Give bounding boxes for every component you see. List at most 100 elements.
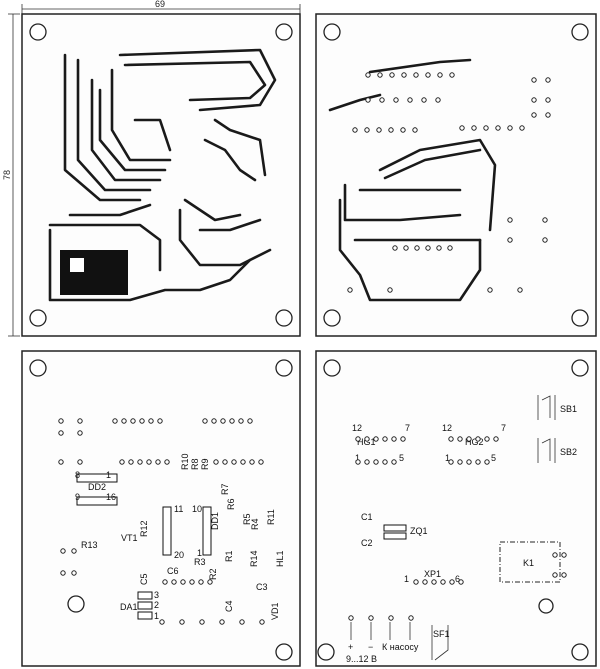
component-label: R9 xyxy=(200,458,210,470)
svg-text:69: 69 xyxy=(155,0,165,9)
hole xyxy=(421,97,427,103)
hole xyxy=(373,459,379,465)
hole xyxy=(484,459,490,465)
hole xyxy=(413,72,419,78)
component-label: ZQ1 xyxy=(410,526,428,536)
component-label: VT1 xyxy=(121,533,138,543)
hole xyxy=(239,619,245,625)
hole xyxy=(459,125,465,131)
hole xyxy=(531,97,537,103)
hole xyxy=(77,459,83,465)
hole xyxy=(440,579,446,585)
sf1-switch xyxy=(431,625,449,661)
hole xyxy=(471,125,477,131)
component-label: 1 xyxy=(355,453,360,463)
hole xyxy=(159,619,165,625)
sb2-switch xyxy=(537,438,556,463)
hole xyxy=(448,459,454,465)
hole xyxy=(388,615,394,621)
component-label: 1 xyxy=(106,470,111,480)
drill-holes xyxy=(58,72,567,625)
hole xyxy=(391,459,397,465)
hole xyxy=(466,459,472,465)
hole xyxy=(483,125,489,131)
hole xyxy=(247,418,253,424)
hole xyxy=(437,72,443,78)
component-label: 12 xyxy=(352,423,362,433)
hole xyxy=(58,459,64,465)
hole xyxy=(71,548,77,554)
hole xyxy=(387,287,393,293)
component-label: 5 xyxy=(399,453,404,463)
hole xyxy=(157,418,163,424)
component-label: SB1 xyxy=(560,404,577,414)
hole xyxy=(507,217,513,223)
hole xyxy=(552,572,558,578)
hole xyxy=(207,579,213,585)
pcb-bottom-layer-panel xyxy=(21,13,301,337)
component-label: DD2 xyxy=(88,482,106,492)
hole xyxy=(400,127,406,133)
component-label: 11 xyxy=(174,504,183,514)
hole xyxy=(447,245,453,251)
hole xyxy=(60,570,66,576)
sb1-switch xyxy=(537,395,556,420)
hole xyxy=(458,579,464,585)
component-label: HL1 xyxy=(275,550,285,567)
component-label: 20 xyxy=(174,550,184,560)
hole xyxy=(164,459,170,465)
hole xyxy=(77,418,83,424)
hole xyxy=(258,459,264,465)
hole xyxy=(198,579,204,585)
hole xyxy=(249,459,255,465)
hole xyxy=(211,418,217,424)
component-label: 12 xyxy=(442,423,452,433)
hole xyxy=(130,418,136,424)
hole xyxy=(507,237,513,243)
component-label: R13 xyxy=(81,540,98,550)
hole xyxy=(162,579,168,585)
hole xyxy=(238,418,244,424)
hole xyxy=(425,72,431,78)
hole xyxy=(531,77,537,83)
hole xyxy=(448,436,454,442)
hole xyxy=(71,570,77,576)
hole xyxy=(495,125,501,131)
component-label: 2 xyxy=(154,600,159,610)
hole xyxy=(155,459,161,465)
component-label: К насосу xyxy=(382,642,419,652)
component-label: 6 xyxy=(455,574,460,584)
hole xyxy=(413,579,419,585)
hole xyxy=(229,418,235,424)
component-label: C5 xyxy=(139,573,149,585)
hole xyxy=(484,436,490,442)
hole xyxy=(146,459,152,465)
hole xyxy=(60,548,66,554)
component-label: R8 xyxy=(190,458,200,470)
component-label: XP1 xyxy=(424,569,441,579)
power-arrows xyxy=(350,622,411,640)
hole xyxy=(58,430,64,436)
component-label: R14 xyxy=(249,550,259,567)
component-label: K1 xyxy=(523,558,534,568)
hole xyxy=(414,245,420,251)
component-label: 9...12 В xyxy=(346,654,377,664)
component-label: C1 xyxy=(361,512,373,522)
hole xyxy=(180,579,186,585)
hole xyxy=(355,436,361,442)
hole xyxy=(449,579,455,585)
component-label: + xyxy=(348,642,353,652)
component-label: C3 xyxy=(256,582,268,592)
hole xyxy=(519,125,525,131)
hole xyxy=(112,418,118,424)
hole xyxy=(561,552,567,558)
component-label: R7 xyxy=(220,483,230,495)
component-label: R4 xyxy=(250,518,260,530)
hole xyxy=(431,579,437,585)
component-label: 9 xyxy=(75,492,80,502)
component-label: SB2 xyxy=(560,447,577,457)
hole xyxy=(364,459,370,465)
hole xyxy=(373,436,379,442)
component-label: C2 xyxy=(361,538,373,548)
